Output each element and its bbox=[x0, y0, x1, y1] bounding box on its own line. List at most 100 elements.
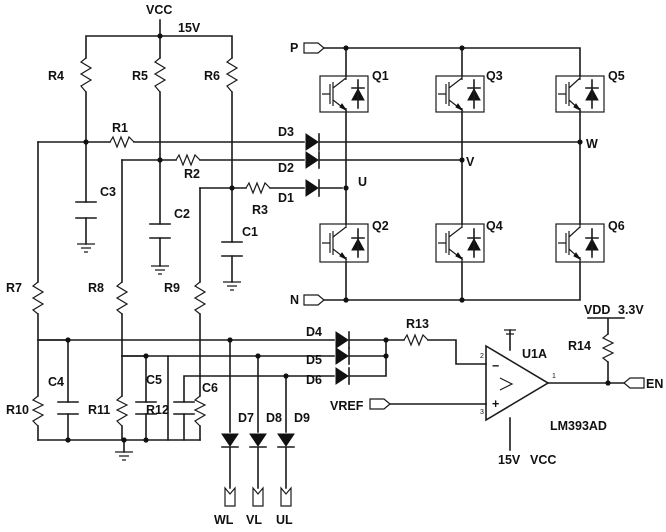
label-d2: D2 bbox=[278, 161, 294, 175]
label-d6: D6 bbox=[306, 373, 322, 387]
resistor-r1 bbox=[109, 135, 135, 149]
diode-d4 bbox=[335, 331, 350, 349]
capacitor-c2 bbox=[149, 223, 171, 275]
label-r1: R1 bbox=[112, 121, 128, 135]
junctions bbox=[65, 33, 611, 443]
label-w: W bbox=[586, 137, 598, 151]
resistor-r3 bbox=[245, 181, 271, 195]
resistor-r12 bbox=[193, 395, 207, 427]
igbt-q5 bbox=[555, 75, 605, 113]
resistor-r14 bbox=[601, 333, 615, 363]
label-3v3: 3.3V bbox=[618, 303, 644, 317]
port-vl-flag bbox=[252, 486, 264, 507]
minus-sign: − bbox=[492, 359, 499, 373]
igbt-q6 bbox=[555, 223, 605, 263]
labels: VCC 15V R4 R5 R6 R1 R2 R3 C3 C2 C1 D3 D2… bbox=[6, 3, 663, 527]
label-r13: R13 bbox=[406, 317, 429, 331]
diode-d3 bbox=[305, 133, 320, 151]
label-q5: Q5 bbox=[608, 69, 625, 83]
resistor-r9 bbox=[193, 281, 207, 315]
diode-d6 bbox=[335, 367, 350, 385]
port-ul-flag bbox=[280, 486, 292, 507]
label-d5: D5 bbox=[306, 353, 322, 367]
resistor-r10 bbox=[31, 395, 45, 427]
diode-d1 bbox=[305, 179, 320, 197]
label-r10: R10 bbox=[6, 403, 29, 417]
diode-d7 bbox=[221, 433, 239, 448]
igbt-q2 bbox=[319, 223, 369, 263]
pin-3-label: 3 bbox=[480, 409, 484, 416]
label-r2: R2 bbox=[184, 167, 200, 181]
capacitor-c1 bbox=[221, 241, 243, 291]
label-r4: R4 bbox=[48, 69, 64, 83]
label-r14: R14 bbox=[568, 339, 591, 353]
resistor-r6 bbox=[225, 57, 239, 93]
label-r11: R11 bbox=[88, 403, 110, 417]
diode-d8 bbox=[249, 433, 267, 448]
label-r7: R7 bbox=[6, 281, 22, 295]
resistor-r5 bbox=[153, 57, 167, 93]
label-q4: Q4 bbox=[486, 219, 503, 233]
resistor-r2 bbox=[175, 153, 201, 167]
port-p-flag bbox=[303, 42, 325, 54]
label-c6: C6 bbox=[202, 381, 218, 395]
v15-top-label: 15V bbox=[178, 21, 201, 35]
label-c5: C5 bbox=[146, 373, 162, 387]
label-q3: Q3 bbox=[486, 69, 503, 83]
capacitor-c3 bbox=[75, 201, 97, 253]
label-n: N bbox=[290, 293, 299, 307]
port-n-flag bbox=[303, 294, 325, 306]
label-v: V bbox=[466, 155, 475, 169]
label-en: EN bbox=[646, 377, 663, 391]
label-r3: R3 bbox=[252, 203, 268, 217]
resistor-r4 bbox=[79, 57, 93, 93]
plus-sign: + bbox=[492, 397, 499, 411]
label-r6: R6 bbox=[204, 69, 220, 83]
label-vl: VL bbox=[246, 513, 262, 527]
label-q2: Q2 bbox=[372, 219, 389, 233]
resistor-r13 bbox=[403, 333, 429, 347]
label-wl: WL bbox=[214, 513, 234, 527]
label-c1: C1 bbox=[242, 225, 258, 239]
label-lm393ad: LM393AD bbox=[550, 419, 607, 433]
label-d4: D4 bbox=[306, 325, 322, 339]
label-r9: R9 bbox=[164, 281, 180, 295]
port-vref-flag bbox=[369, 398, 391, 410]
label-d7: D7 bbox=[238, 411, 254, 425]
label-c3: C3 bbox=[100, 185, 116, 199]
label-r5: R5 bbox=[132, 69, 148, 83]
diode-d2 bbox=[305, 151, 320, 169]
port-en-flag bbox=[623, 377, 645, 389]
pin-1-label: 1 bbox=[552, 373, 556, 380]
pin-2-label: 2 bbox=[480, 353, 484, 360]
comparator-u1a bbox=[485, 329, 550, 422]
label-vdd: VDD bbox=[584, 303, 610, 317]
label-d9: D9 bbox=[294, 411, 310, 425]
port-wl-flag bbox=[224, 486, 236, 507]
label-vref: VREF bbox=[330, 399, 364, 413]
vcc-top-label: VCC bbox=[146, 3, 172, 17]
label-d8: D8 bbox=[266, 411, 282, 425]
capacitor-c4 bbox=[57, 401, 79, 415]
resistor-r7 bbox=[31, 281, 45, 315]
label-d1: D1 bbox=[278, 191, 294, 205]
resistor-r8 bbox=[115, 281, 129, 315]
label-r12: R12 bbox=[146, 403, 169, 417]
igbt-q1 bbox=[319, 75, 369, 113]
label-vcc-bottom: VCC bbox=[530, 453, 556, 467]
label-c4: C4 bbox=[48, 375, 64, 389]
label-u: U bbox=[358, 175, 367, 189]
resistor-r11 bbox=[115, 395, 129, 427]
label-15v-bottom: 15V bbox=[498, 453, 521, 467]
ground-symbol-bottom bbox=[115, 451, 133, 461]
label-r8: R8 bbox=[88, 281, 104, 295]
label-d3: D3 bbox=[278, 125, 294, 139]
diode-d9 bbox=[277, 433, 295, 448]
wires bbox=[37, 19, 625, 489]
label-p: P bbox=[290, 41, 298, 55]
diode-d5 bbox=[335, 347, 350, 365]
igbt-q3 bbox=[435, 75, 485, 113]
label-q6: Q6 bbox=[608, 219, 625, 233]
label-ul: UL bbox=[276, 513, 293, 527]
